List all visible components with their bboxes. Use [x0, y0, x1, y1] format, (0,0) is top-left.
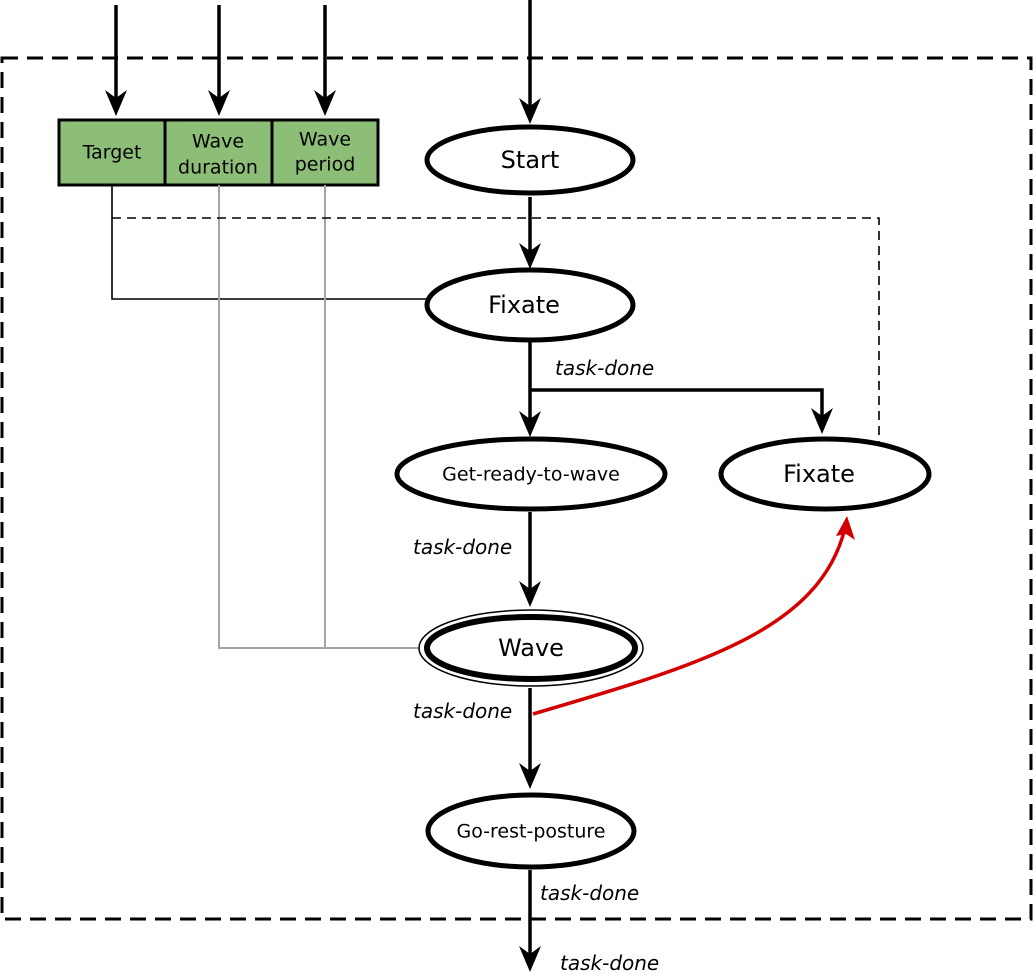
param-label-wave-period-line2: period	[295, 154, 356, 176]
param-label-target: Target	[82, 142, 142, 164]
edge-label-exit: task-done	[560, 951, 659, 975]
edge-label-after-get-ready: task-done	[413, 535, 512, 559]
node-get-ready-to-wave-label: Get-ready-to-wave	[442, 464, 620, 486]
edge-label-after-go-rest: task-done	[540, 881, 639, 905]
node-fixate-side-label: Fixate	[783, 460, 855, 488]
data-connections	[111, 185, 880, 649]
duration-to-wave-line	[218, 185, 420, 649]
param-label-wave-duration-line1: Wave	[192, 131, 244, 153]
node-wave	[424, 614, 638, 682]
node-get-ready-to-wave	[394, 436, 668, 512]
interrupt-arrow	[532, 527, 847, 716]
node-fixate-main	[424, 267, 636, 343]
edge-label-after-wave: task-done	[413, 699, 512, 723]
edge-labels: task-done task-done task-done task-done …	[413, 356, 659, 975]
node-fixate-side	[718, 436, 932, 512]
node-go-rest-posture	[425, 792, 637, 870]
state-machine-boundary	[0, 56, 1033, 921]
incoming-arrows	[105, 0, 541, 124]
node-start	[424, 124, 636, 196]
target-to-fixate-line	[111, 185, 430, 300]
edge-label-after-fixate: task-done	[555, 356, 654, 380]
node-go-rest-posture-label: Go-rest-posture	[456, 821, 605, 843]
param-label-wave-period-line1: Wave	[299, 129, 351, 151]
parameter-boxes: Target Wave duration Wave period	[57, 118, 380, 187]
dashed-target-to-side-fixate	[112, 217, 880, 444]
param-label-wave-duration-line2: duration	[178, 157, 258, 179]
state-nodes: Start Fixate Get-ready-to-wave Fixate Wa…	[394, 124, 932, 870]
flow-arrows	[519, 197, 855, 972]
param-box-wave-period	[270, 118, 380, 187]
node-wave-label: Wave	[498, 634, 564, 662]
node-start-label: Start	[501, 146, 560, 174]
node-fixate-main-label: Fixate	[488, 291, 560, 319]
